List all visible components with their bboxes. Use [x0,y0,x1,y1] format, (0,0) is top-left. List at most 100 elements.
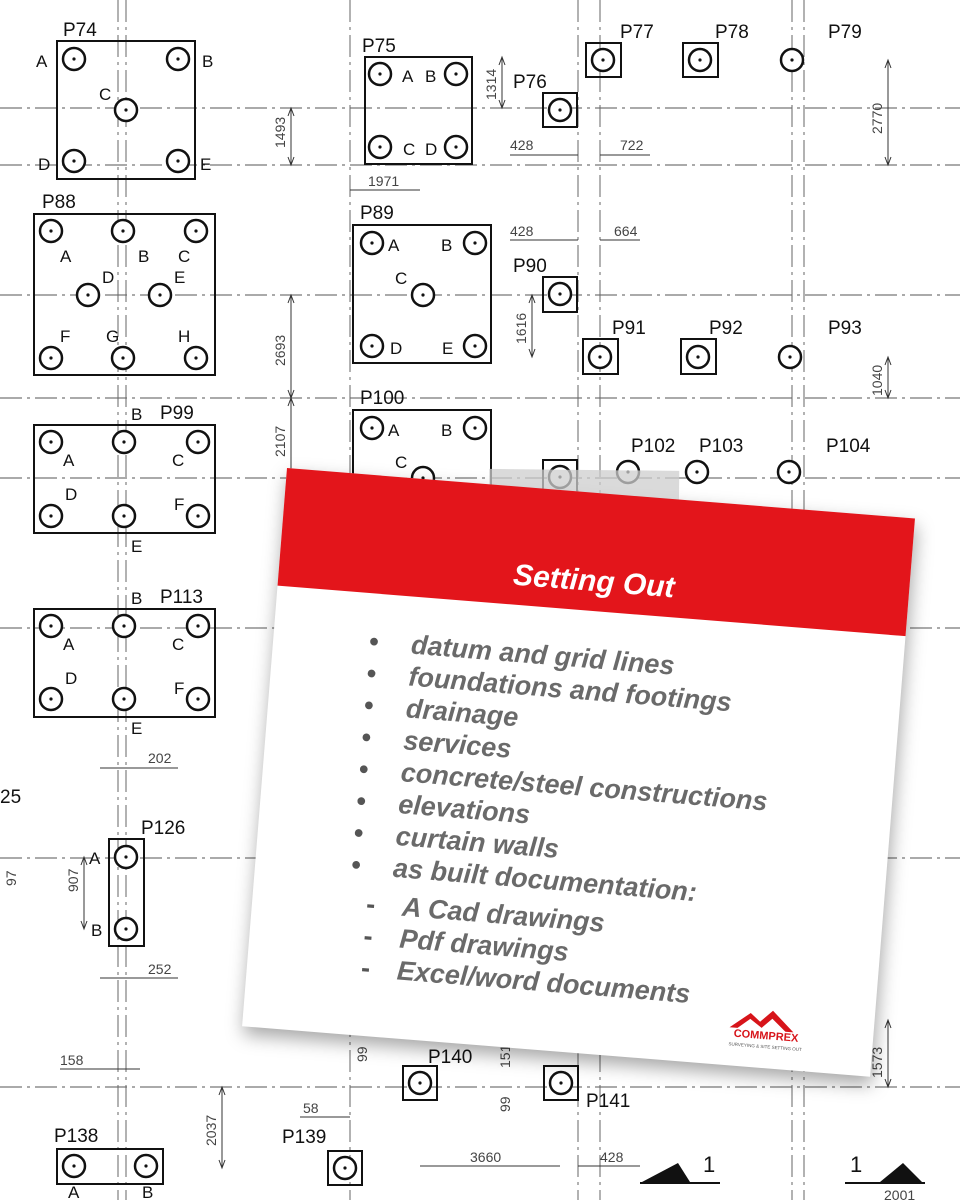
pile-center [787,470,791,474]
section-marker-icon [642,1163,690,1182]
dimension-label: 252 [148,961,172,977]
pile-label: P89 [360,203,394,224]
dimension-label: 428 [600,1149,624,1165]
pile-center [695,470,699,474]
dimension-arrow [287,156,295,167]
dimension-label: 58 [303,1100,319,1116]
pile-letter: A [388,236,400,255]
pile-label: P74 [63,20,97,41]
dimension-label: 151 [497,1044,513,1068]
dimension-label: 99 [497,1096,513,1112]
pile-center [124,108,128,112]
dimension-arrow [528,348,536,359]
pile-cap [582,338,619,375]
pile-label: P77 [620,22,654,43]
pile-center [124,927,128,931]
section-label: 1 [703,1152,715,1177]
pile-center [49,624,53,628]
pile-label: P90 [513,256,547,277]
dimension-arrow [287,293,295,304]
pile-center [454,145,458,149]
pile-letter: F [174,679,184,698]
pile-label: P88 [42,192,76,213]
pile-center [454,72,458,76]
pile-center [194,229,198,233]
pile-letter: B [202,52,213,71]
pile-label: P79 [828,22,862,43]
pile-cap [680,338,717,375]
pile-letter: E [174,268,185,287]
pile-label: P140 [428,1047,472,1068]
pile-center [598,355,602,359]
pile-letter: C [395,453,407,472]
dimension-label: 2107 [272,426,288,457]
pile-center [72,57,76,61]
pile-label: P76 [513,72,547,93]
pile-letter: F [174,495,184,514]
pile-letter: A [388,421,400,440]
pile-center [696,355,700,359]
dimension-arrow [498,99,506,110]
pile-center [158,293,162,297]
documentation-sublist: A Cad drawings Pdf drawings Excel/word d… [386,890,697,1010]
pile-letter: C [395,269,407,288]
pile-center [121,356,125,360]
dimension-label: 907 [65,868,81,892]
pile-center [370,344,374,348]
pile-letter: B [138,247,149,266]
pile-label: P92 [709,318,743,339]
pile-letter: D [425,140,437,159]
pile-letter: C [172,451,184,470]
pile-center [558,108,562,112]
pile-cap [402,1065,438,1101]
pile-center [72,159,76,163]
pile-center [473,344,477,348]
pile-letter: B [425,67,436,86]
pile-label: P104 [826,436,871,457]
pile-center [121,229,125,233]
pile-cap [682,42,719,78]
dimension-arrow [80,855,88,866]
pile-cap [542,92,578,128]
dimension-label: 97 [3,870,19,886]
pile-letter: D [65,485,77,504]
pile-center [144,1164,148,1168]
pile-center [122,624,126,628]
pile-letter: B [91,921,102,940]
pile-center [124,855,128,859]
pile-center [72,1164,76,1168]
mountain-logo-icon [729,1010,794,1033]
services-list: datum and grid lines foundations and foo… [384,628,779,913]
pile-center [790,58,794,62]
pile-letter: E [200,155,211,174]
dimension-arrow [884,58,892,69]
pile-label: P99 [160,403,194,424]
pile-cap [56,1148,164,1185]
pile-letter: A [68,1183,80,1200]
pile-center [176,57,180,61]
dimension-label: 722 [620,137,644,153]
card-title: Setting Out [511,558,676,605]
pile-letter: D [65,669,77,688]
pile-center [196,514,200,518]
dimension-label: 1493 [272,117,288,148]
dimension-label: 428 [510,223,534,239]
pile-label: P75 [362,36,396,57]
pile-cap [327,1150,363,1186]
dimension-label: 99 [354,1046,370,1062]
dimension-arrow [498,55,506,66]
dimension-label: 158 [60,1052,84,1068]
pile-cap [543,1065,579,1101]
pile-center [49,356,53,360]
pile-letter: F [60,327,70,346]
pile-letter: D [38,155,50,174]
commprex-logo: COMMPREX SURVEYING & SITE SETTING OUT [720,1005,814,1060]
pile-letter: A [63,451,75,470]
pile-letter: C [403,140,415,159]
pile-center [196,440,200,444]
pile-letter: B [131,405,142,424]
pile-center [473,241,477,245]
pile-letter: B [131,589,142,608]
dimension-label: 25 [0,787,21,808]
